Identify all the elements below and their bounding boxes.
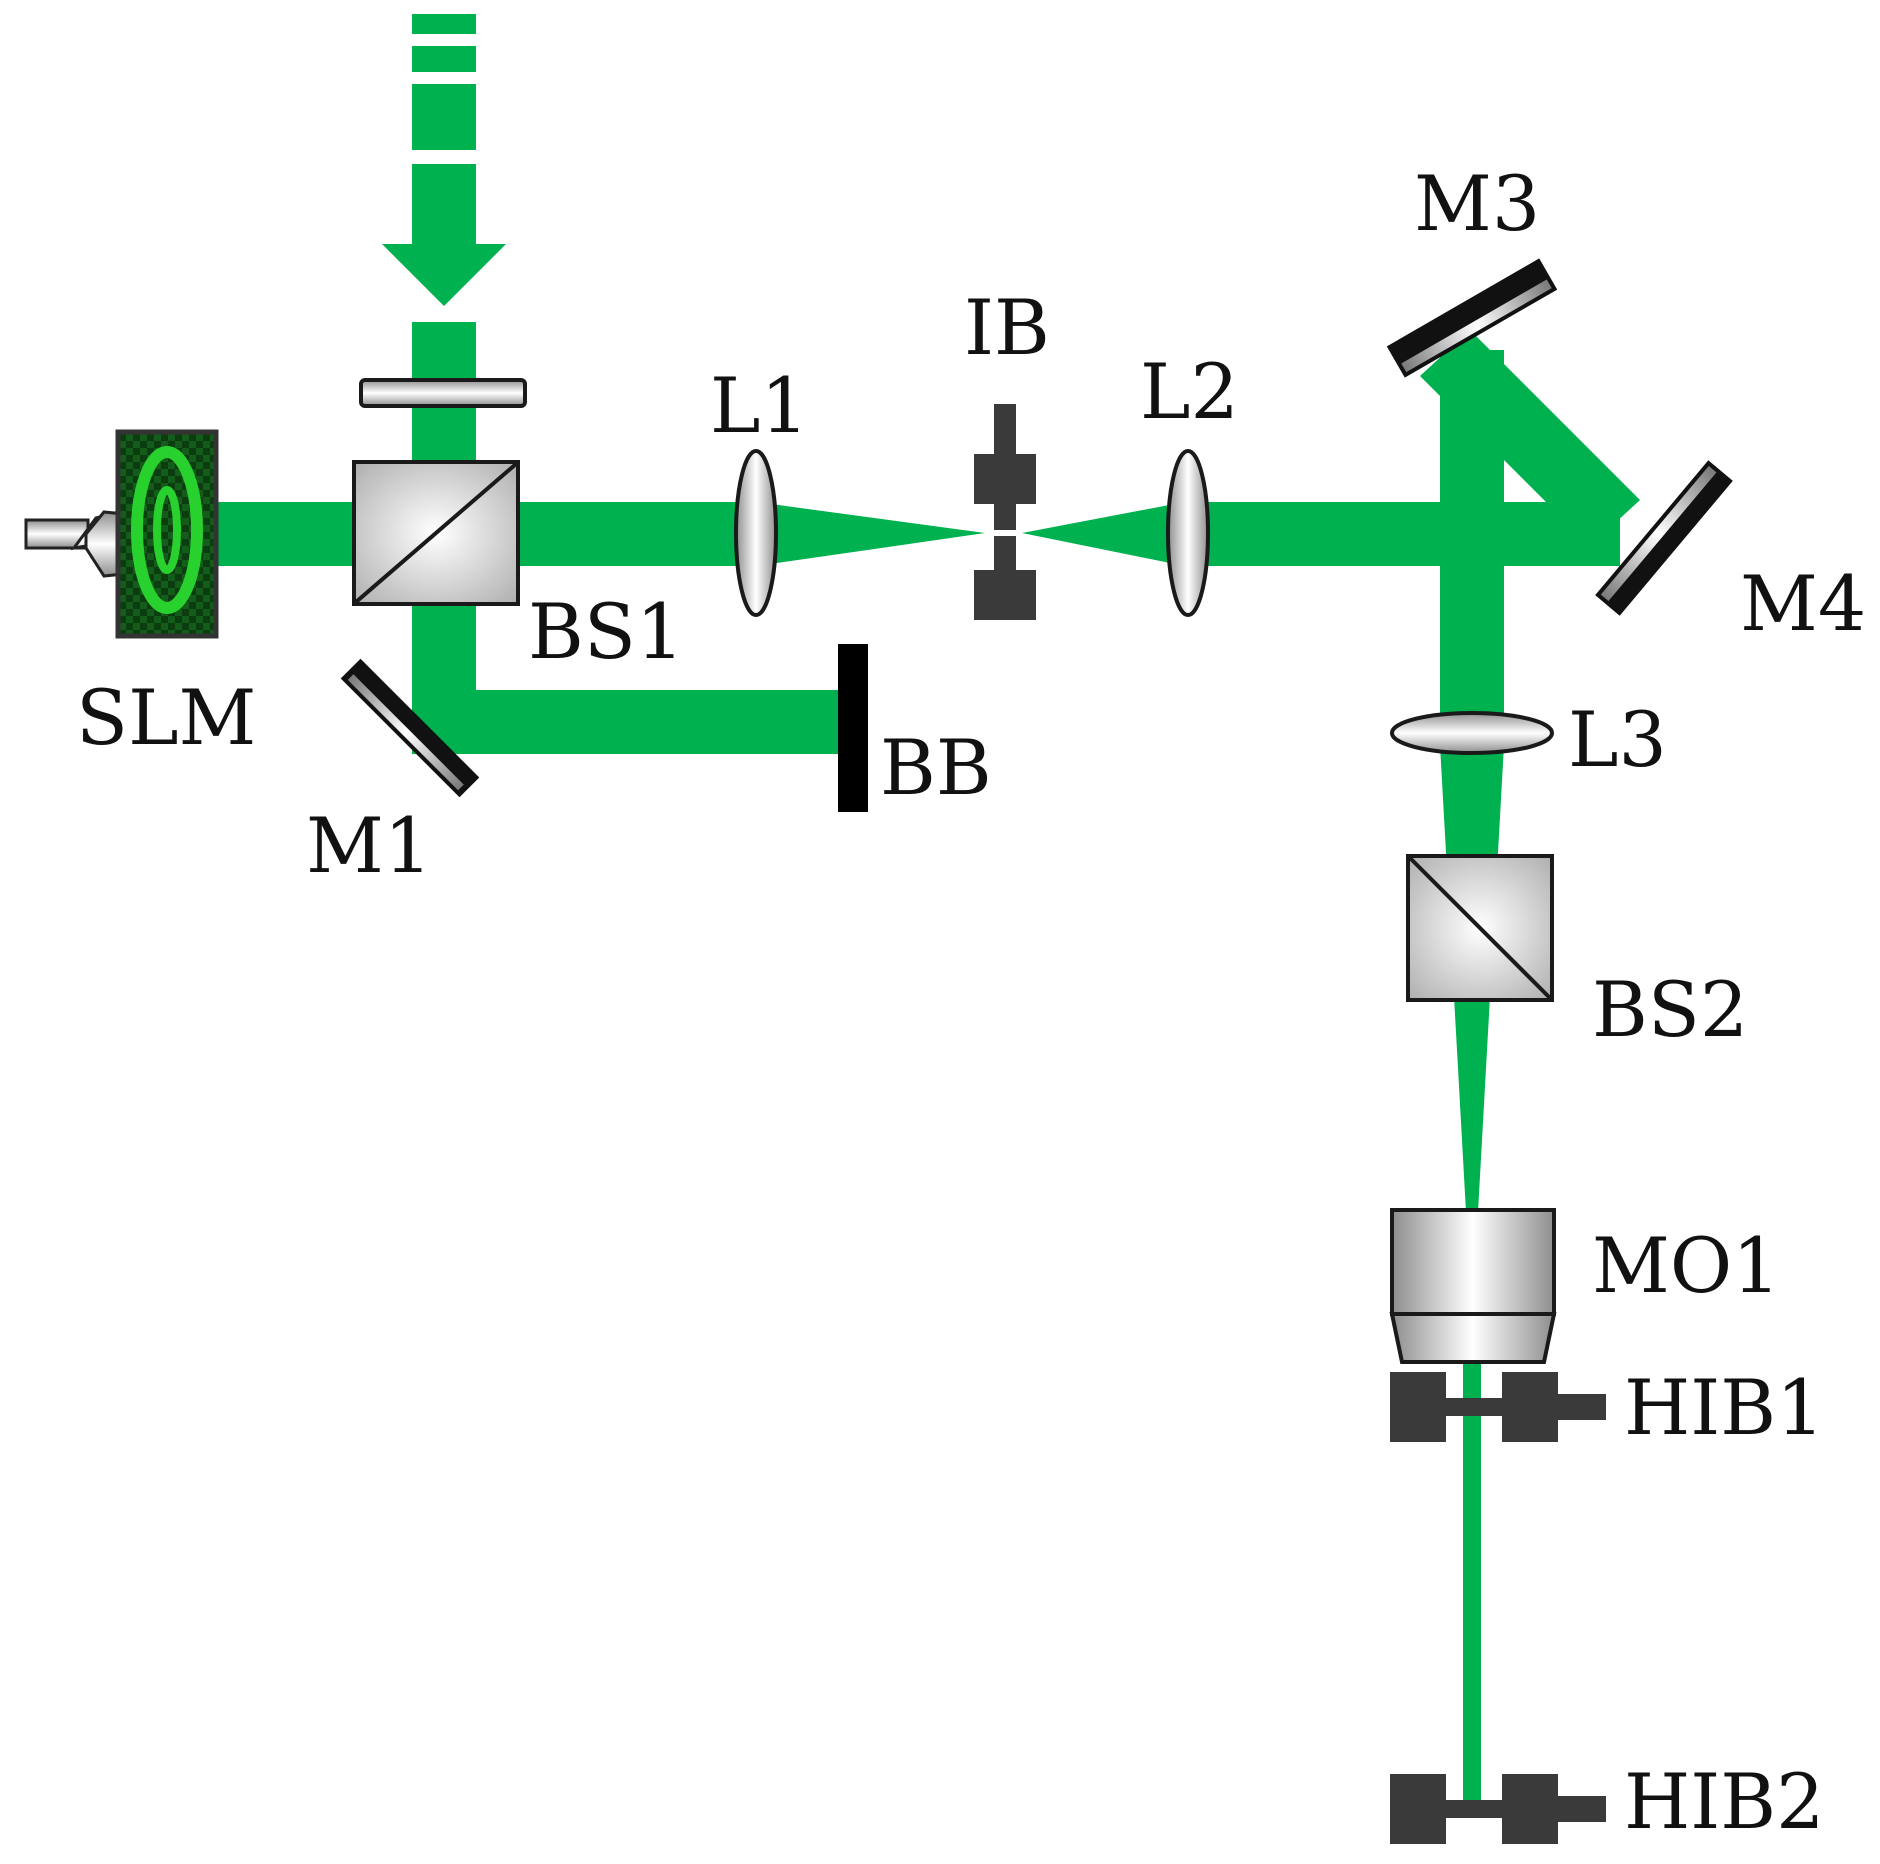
lens-l2 [1166,449,1210,617]
beam-splitter-bs2 [1406,854,1554,1002]
slm-pattern-inner [153,486,181,574]
label-bs2: BS2 [1592,965,1748,1054]
input-beam-dash-1 [412,14,476,34]
label-l3: L3 [1568,695,1667,784]
iris-hib1 [1390,1372,1606,1442]
label-ib: IB [964,283,1050,372]
beam-slm-bs1 [215,502,355,566]
mirror-m1 [340,658,480,798]
label-slm: SLM [76,673,256,762]
beam-block-bb [838,644,868,812]
beam-m1-bb [412,690,854,754]
beam-m3-l3 [1440,350,1504,730]
lens-l3 [1390,711,1554,755]
waveplate [359,378,527,408]
bs1-diagonal [354,462,518,604]
beam-l1-focus [756,502,985,566]
beam-splitter-bs1 [352,460,520,606]
label-bs1: BS1 [528,587,684,676]
beam-mo1-hib2 [1463,1360,1481,1810]
label-l2: L2 [1140,347,1239,436]
label-hib2: HIB2 [1624,1757,1825,1846]
input-beam-arrow-shaft [412,164,476,244]
label-m3: M3 [1414,159,1540,248]
mo1-nose [1389,1312,1557,1364]
input-beam-arrow-head [382,244,506,306]
beam-l2-m4 [1190,502,1620,566]
slm-pattern-outer [131,446,203,614]
lens-l1 [734,449,778,617]
mo1-body [1390,1208,1556,1316]
mirror-m4 [1595,460,1733,616]
input-beam-dash-3 [412,84,476,150]
input-beam-dash-2 [412,46,476,72]
label-m4: M4 [1740,559,1866,648]
label-l1: L1 [710,361,809,450]
beam-paths [215,14,1640,1810]
iris-hib2 [1390,1774,1606,1844]
label-mo1: MO1 [1592,1221,1780,1310]
iris-ib [974,404,1036,620]
slm [24,429,219,639]
beam-l2-diverge [1022,502,1185,566]
bs2-diagonal [1408,856,1552,1000]
mirror-m3 [1386,258,1558,378]
component-labels: SLM BS1 M1 BB L1 IB L2 M3 M4 L3 BS2 MO1 … [76,159,1866,1846]
label-hib1: HIB1 [1624,1363,1825,1452]
label-m1: M1 [306,801,432,890]
beam-bs1-l1 [516,502,756,566]
microscope-objective-mo1 [1389,1208,1557,1364]
label-bb: BB [880,723,992,812]
